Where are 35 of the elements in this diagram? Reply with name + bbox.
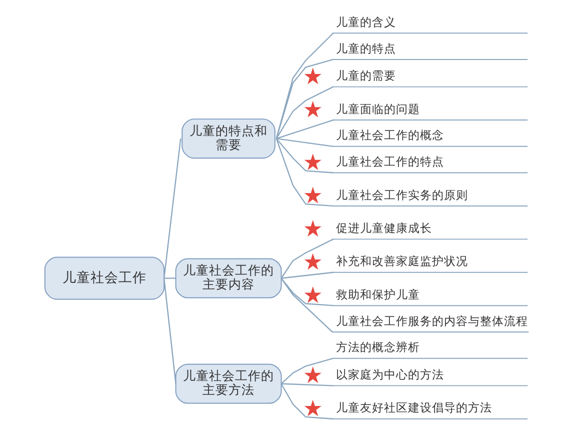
node-text: 儿童的需要 (336, 68, 396, 83)
node-text: 儿童社会工作实务的原则 (336, 188, 468, 202)
node-text: 补充和改善家庭监护状况 (336, 254, 468, 268)
node-text: 以家庭为中心的方法 (336, 367, 444, 382)
node-text: 儿童社会工作的概念 (336, 128, 444, 142)
node-box: 儿童的特点和需要 (182, 118, 276, 159)
connector (276, 86, 334, 139)
node-text: 促进儿童健康成长 (336, 220, 432, 235)
connector (280, 238, 334, 279)
node-text: 儿童的含义 (336, 14, 396, 29)
connector (163, 138, 182, 278)
node-text: 救助和保护儿童 (336, 287, 420, 302)
connector (276, 32, 334, 139)
connector (276, 138, 334, 174)
node-text: 儿童社会工作的特点 (336, 154, 444, 169)
node-text: 儿童社会工作服务的内容与整体流程 (336, 314, 528, 328)
connector (276, 138, 334, 147)
connector (276, 119, 334, 140)
node-box: 儿童社会工作的主要内容 (175, 258, 282, 298)
connector (163, 278, 176, 384)
connector (280, 358, 334, 384)
connector (280, 278, 334, 333)
node-text: 儿童的特点 (336, 41, 396, 56)
node-text: 方法的概念辨析 (336, 340, 420, 354)
connector (281, 383, 334, 386)
connector (281, 272, 334, 279)
node-text: 儿童友好社区建设倡导的方法 (336, 400, 492, 415)
connector (276, 58, 334, 139)
node-box: 儿童社会工作的主要方法 (175, 364, 282, 404)
connector (280, 278, 334, 306)
node-text: 儿童面临的问题 (336, 102, 420, 116)
connector (164, 278, 176, 279)
node-box: 儿童社会工作 (44, 256, 165, 300)
connector (276, 138, 334, 207)
connector (280, 383, 334, 420)
